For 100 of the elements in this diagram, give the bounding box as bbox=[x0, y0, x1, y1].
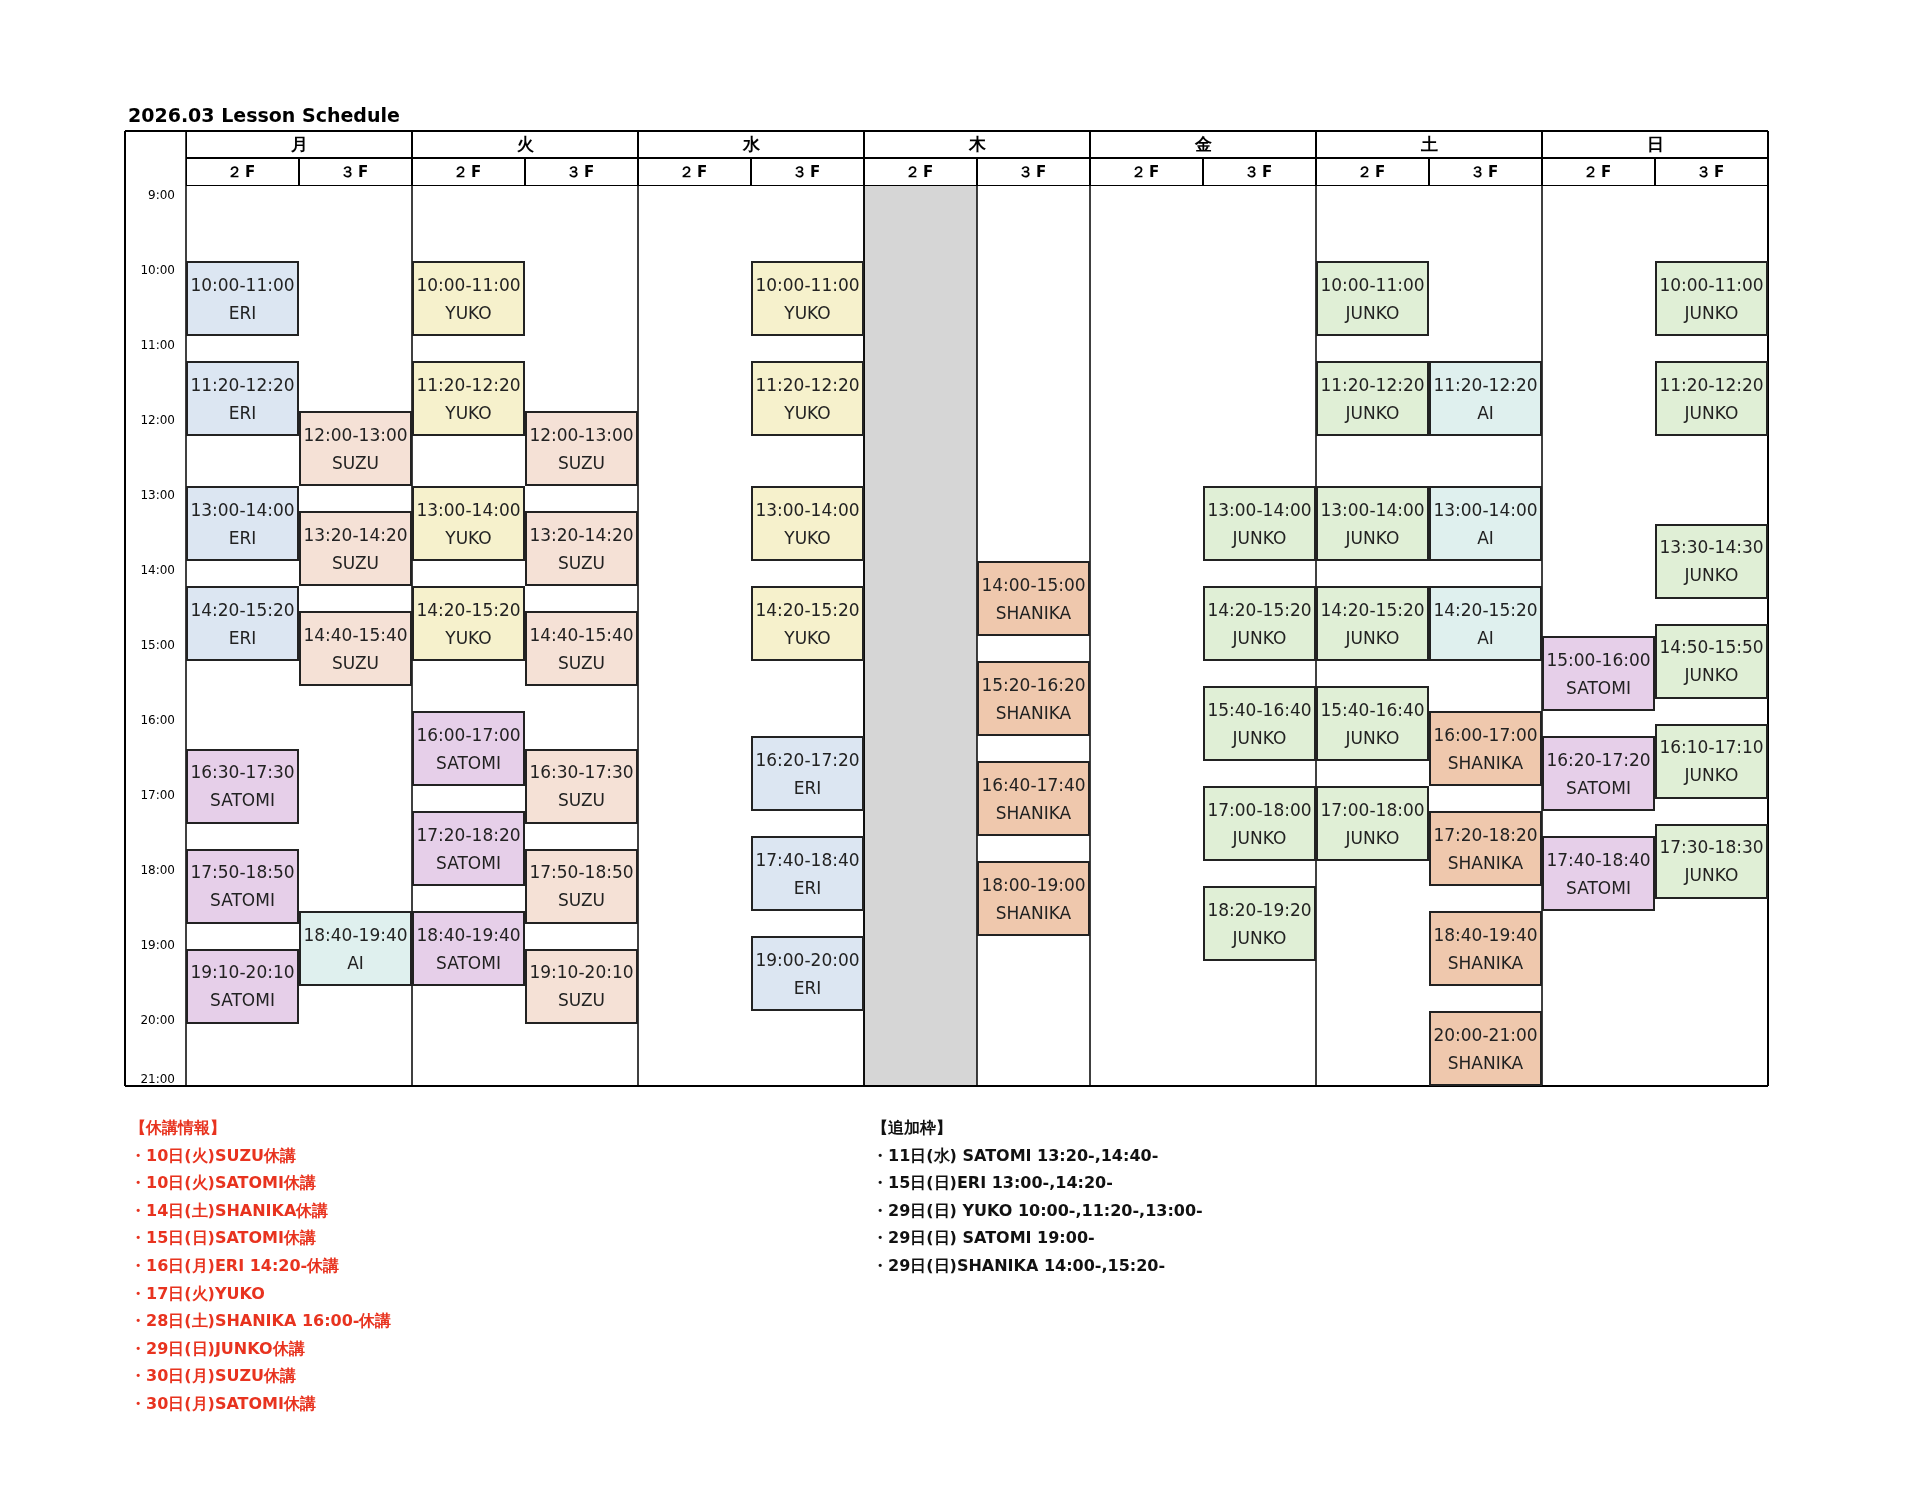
teacher-name: AI bbox=[1477, 402, 1494, 423]
floor-header: ３F bbox=[1655, 158, 1768, 186]
teacher-name: SUZU bbox=[558, 452, 605, 473]
floor-header: ２F bbox=[186, 158, 299, 186]
lesson-block bbox=[1429, 911, 1542, 986]
lesson-block bbox=[412, 911, 525, 986]
lesson-block bbox=[977, 861, 1090, 936]
day-header: 土 bbox=[1316, 131, 1542, 158]
lesson-time: 16:00-17:00 bbox=[1433, 724, 1538, 745]
teacher-name: SHANIKA bbox=[1447, 952, 1524, 973]
added-slot-note: ・29日(日) YUKO 10:00-,11:20-,13:00- bbox=[872, 1200, 1203, 1222]
lesson-block bbox=[1542, 636, 1655, 711]
lesson-block bbox=[412, 711, 525, 786]
teacher-name: SATOMI bbox=[436, 852, 501, 873]
teacher-name: ERI bbox=[228, 402, 257, 423]
note-heading: 【追加枠】 bbox=[872, 1118, 952, 1139]
lesson-block bbox=[751, 586, 864, 661]
teacher-name: SATOMI bbox=[210, 990, 275, 1010]
lesson-time: 11:20-12:20 bbox=[1320, 374, 1425, 395]
teacher-name: SATOMI bbox=[210, 790, 275, 810]
floor-header: ３F bbox=[1203, 158, 1316, 186]
lesson-time: 16:30-17:30 bbox=[529, 762, 634, 782]
floor-header: ２F bbox=[1090, 158, 1203, 186]
teacher-name: JUNKO bbox=[1232, 527, 1287, 548]
lesson-time: 17:50-18:50 bbox=[190, 862, 295, 882]
teacher-name: YUKO bbox=[445, 302, 492, 323]
teacher-name: YUKO bbox=[784, 302, 831, 323]
lesson-block bbox=[299, 611, 412, 686]
lesson-time: 15:40-16:40 bbox=[1207, 699, 1312, 720]
teacher-name: AI bbox=[347, 952, 364, 973]
lesson-block bbox=[525, 411, 638, 486]
teacher-name: SHANIKA bbox=[995, 802, 1072, 823]
lesson-block bbox=[1316, 261, 1429, 336]
lesson-time: 17:40-18:40 bbox=[755, 849, 860, 870]
lesson-time: 15:40-16:40 bbox=[1320, 699, 1425, 720]
lesson-time: 11:20-12:20 bbox=[1659, 374, 1764, 395]
teacher-name: ERI bbox=[793, 777, 822, 798]
time-label: 19:00 bbox=[139, 938, 175, 952]
teacher-name: YUKO bbox=[784, 627, 831, 648]
cancellation-note: ・30日(月)SUZU休講 bbox=[130, 1366, 296, 1388]
lesson-time: 13:20-14:20 bbox=[303, 524, 408, 545]
lesson-block bbox=[525, 511, 638, 586]
floor-header: ２F bbox=[864, 158, 977, 186]
lesson-block bbox=[525, 748, 638, 824]
lesson-block bbox=[1203, 686, 1316, 761]
teacher-name: YUKO bbox=[445, 627, 492, 648]
lesson-time: 17:50-18:50 bbox=[529, 862, 634, 882]
time-label: 16:00 bbox=[139, 713, 175, 727]
lesson-block bbox=[186, 361, 299, 436]
lesson-block bbox=[186, 486, 299, 561]
lesson-block bbox=[977, 661, 1090, 736]
lesson-block bbox=[412, 586, 525, 661]
lesson-time: 18:20-19:20 bbox=[1207, 899, 1312, 920]
teacher-name: SUZU bbox=[558, 890, 605, 910]
time-label: 21:00 bbox=[139, 1072, 175, 1086]
lesson-block bbox=[525, 848, 638, 924]
lesson-block bbox=[412, 811, 525, 886]
lesson-block bbox=[299, 911, 412, 986]
teacher-name: SATOMI bbox=[1566, 877, 1631, 898]
floor-header: ２F bbox=[1316, 158, 1429, 186]
floor-header: ３F bbox=[1429, 158, 1542, 186]
teacher-name: SATOMI bbox=[436, 952, 501, 973]
teacher-name: JUNKO bbox=[1232, 927, 1287, 948]
lesson-time: 18:40-19:40 bbox=[303, 924, 408, 945]
teacher-name: SHANIKA bbox=[995, 702, 1072, 723]
lesson-time: 16:10-17:10 bbox=[1659, 737, 1764, 757]
lesson-time: 17:40-18:40 bbox=[1546, 849, 1651, 870]
lesson-time: 19:10-20:10 bbox=[529, 962, 634, 982]
lesson-time: 13:30-14:30 bbox=[1659, 537, 1764, 557]
lesson-block bbox=[186, 948, 299, 1024]
teacher-name: JUNKO bbox=[1684, 765, 1739, 785]
floor-header: ３F bbox=[751, 158, 864, 186]
lesson-time: 13:00-14:00 bbox=[1207, 499, 1312, 520]
teacher-name: SHANIKA bbox=[1447, 852, 1524, 873]
lesson-time: 10:00-11:00 bbox=[1659, 274, 1764, 295]
day-header: 木 bbox=[864, 131, 1090, 158]
teacher-name: JUNKO bbox=[1684, 565, 1739, 585]
closed-column-shading bbox=[864, 186, 977, 1086]
lesson-time: 17:20-18:20 bbox=[1433, 824, 1538, 845]
teacher-name: JUNKO bbox=[1232, 827, 1287, 848]
teacher-name: SATOMI bbox=[1566, 777, 1631, 798]
lesson-time: 17:20-18:20 bbox=[416, 824, 521, 845]
cancellation-note: ・28日(土)SHANIKA 16:00-休講 bbox=[130, 1311, 392, 1333]
lesson-block bbox=[1429, 586, 1542, 661]
teacher-name: YUKO bbox=[784, 402, 831, 423]
cancellation-note: ・29日(日)JUNKO休講 bbox=[130, 1338, 305, 1360]
lesson-block bbox=[1429, 361, 1542, 436]
time-label: 12:00 bbox=[139, 413, 175, 427]
lesson-block bbox=[186, 748, 299, 824]
lesson-block bbox=[1429, 711, 1542, 786]
lesson-block bbox=[1655, 723, 1768, 799]
cancellation-note: ・10日(火)SATOMI休講 bbox=[130, 1173, 316, 1195]
lesson-time: 14:50-15:50 bbox=[1659, 637, 1764, 657]
teacher-name: YUKO bbox=[445, 402, 492, 423]
time-label: 13:00 bbox=[139, 488, 175, 502]
schedule-title: 2026.03 Lesson Schedule bbox=[128, 104, 400, 126]
lesson-time: 13:00-14:00 bbox=[755, 499, 860, 520]
teacher-name: JUNKO bbox=[1232, 727, 1287, 748]
lesson-time: 16:30-17:30 bbox=[190, 762, 295, 782]
teacher-name: ERI bbox=[793, 977, 822, 998]
